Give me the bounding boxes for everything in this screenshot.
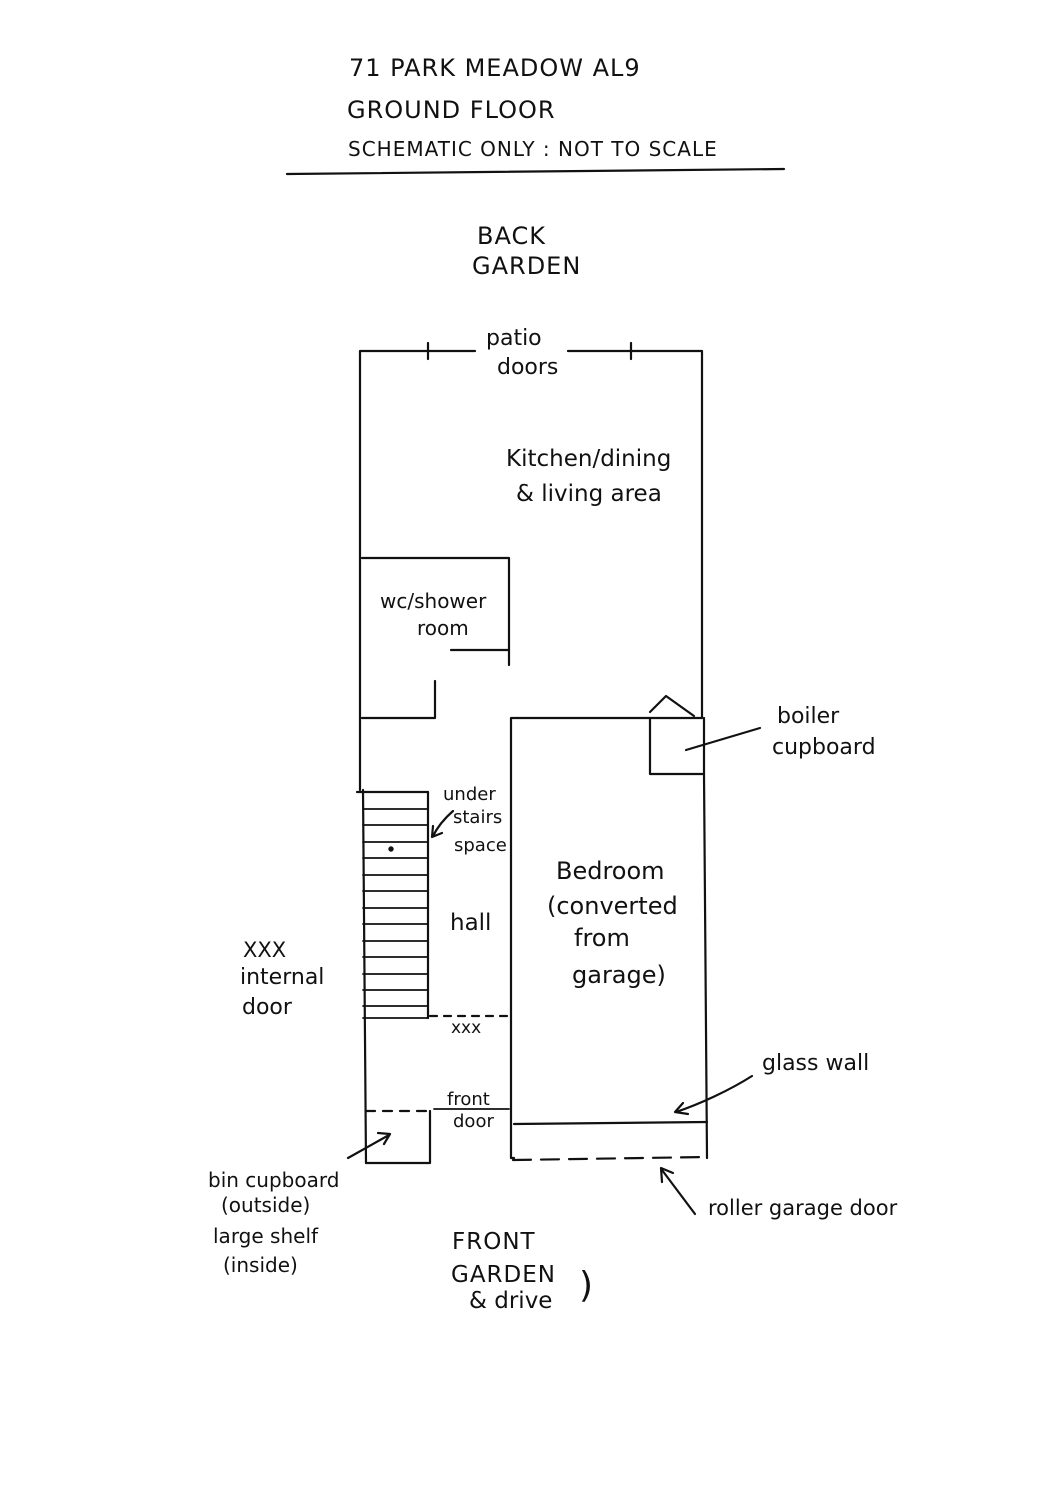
- stair-dot: [388, 846, 394, 852]
- boiler-label-1: boiler: [777, 704, 840, 729]
- boiler-cupboard-door: [648, 694, 696, 718]
- roller-garage-door: [511, 1155, 709, 1162]
- front-garden-label-2: GARDEN: [451, 1262, 556, 1288]
- bin-cupboard-arrowhead: [376, 1131, 392, 1146]
- front-door-label-1: front: [447, 1089, 490, 1110]
- header-underline: [285, 167, 786, 176]
- front-door-label-2: door: [453, 1111, 494, 1132]
- scale-note: SCHEMATIC ONLY : NOT TO SCALE: [348, 137, 718, 161]
- wc-label-1: wc/shower: [380, 589, 487, 613]
- boiler-cupboard: [648, 716, 706, 776]
- bedroom-label-3: from: [574, 924, 630, 952]
- understairs-arrowhead: [430, 824, 444, 839]
- front-garden-label-3: & drive: [469, 1288, 553, 1314]
- understairs-label-2: stairs: [453, 807, 503, 828]
- wc-wall: [360, 556, 511, 667]
- front-garden-bracket: ): [579, 1265, 594, 1306]
- stair-left-wall: [361, 788, 368, 1165]
- bin-label-1: bin cupboard: [208, 1168, 340, 1192]
- bedroom-label-4: garage): [572, 961, 666, 989]
- understairs-label-3: space: [454, 835, 507, 856]
- glass-wall-line: [512, 1120, 709, 1126]
- front-garden-label-1: FRONT: [452, 1229, 536, 1255]
- roller-door-arrowhead: [659, 1166, 675, 1184]
- bin-label-4: (inside): [223, 1253, 298, 1277]
- wc-label-2: room: [417, 616, 469, 640]
- bedroom-label-1: Bedroom: [556, 857, 665, 885]
- patio-label-1: patio: [486, 326, 542, 351]
- hall-label: hall: [450, 910, 492, 936]
- roller-door-label: roller garage door: [708, 1196, 898, 1220]
- floor-title: GROUND FLOOR: [347, 96, 556, 124]
- understairs-label-1: under: [443, 784, 496, 805]
- legend-marker: XXX: [243, 938, 287, 962]
- glass-wall-arrowhead: [673, 1101, 690, 1116]
- wc-lower-wall: [360, 679, 437, 720]
- address-title: 71 PARK MEADOW AL9: [349, 54, 641, 82]
- stair-treads: [362, 808, 429, 1019]
- understairs-arrow: [431, 809, 455, 838]
- back-wall-right: [566, 349, 704, 720]
- back-wall-left: [358, 349, 477, 792]
- bedroom-label-2: (converted: [547, 892, 678, 920]
- bedroom-right-wall: [702, 772, 709, 1160]
- glass-wall-arrow: [674, 1074, 754, 1114]
- glass-wall-label: glass wall: [762, 1051, 870, 1076]
- kitchen-label-1: Kitchen/dining: [506, 446, 672, 472]
- bin-label-3: large shelf: [213, 1224, 319, 1248]
- boiler-pointer: [684, 726, 762, 752]
- bin-cupboard-arrow: [346, 1133, 391, 1160]
- roller-door-arrow: [660, 1168, 697, 1216]
- back-garden-label-1: BACK: [477, 222, 546, 250]
- kitchen-label-2: & living area: [516, 481, 662, 507]
- boiler-label-2: cupboard: [772, 735, 876, 760]
- bedroom-wall: [509, 716, 704, 1160]
- hall-door-marker: xxx: [451, 1018, 482, 1038]
- patio-label-2: doors: [497, 355, 559, 380]
- back-garden-label-2: GARDEN: [472, 252, 582, 280]
- bin-cupboard: [364, 1109, 432, 1165]
- legend-label-2: door: [242, 995, 292, 1020]
- bin-label-2: (outside): [221, 1193, 311, 1217]
- legend-label-1: internal: [240, 965, 325, 990]
